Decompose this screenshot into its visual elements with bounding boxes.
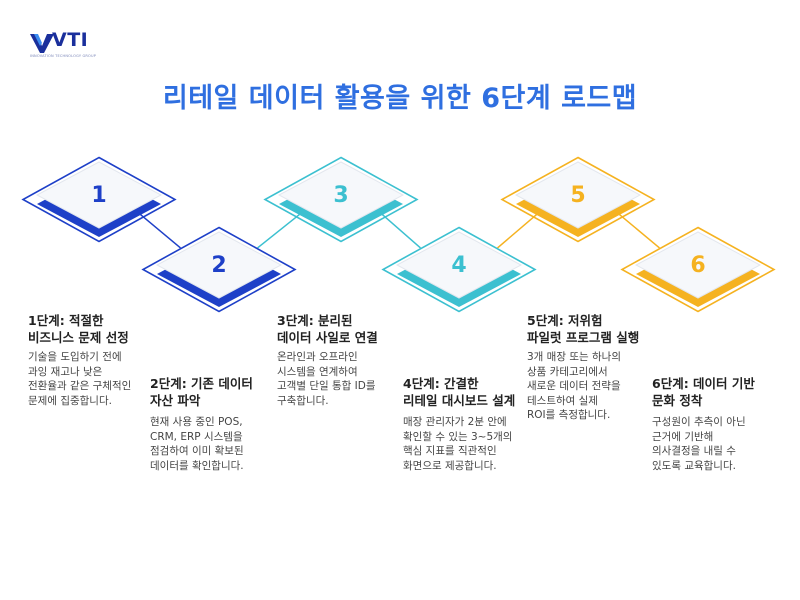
connector-line <box>137 211 181 249</box>
title-line: 파일럿 프로그램 실행 <box>527 330 640 345</box>
description-line: 과잉 재고나 낮은 <box>28 365 103 378</box>
title-line: 2단계: 기존 데이터 <box>150 376 253 391</box>
title-line: 자산 파악 <box>150 393 201 408</box>
title-line: 비즈니스 문제 선정 <box>28 330 129 345</box>
title-line: 3단계: 분리된 <box>277 313 353 328</box>
description-line: 고객별 단일 통합 ID를 <box>277 380 376 392</box>
marker-face <box>395 231 523 299</box>
description-line: 데이터를 확인합니다. <box>150 459 244 472</box>
description-line: 테스트하여 실제 <box>527 394 598 407</box>
description-line: 핵심 지표를 직관적인 <box>403 445 497 457</box>
step-6-number: 6 <box>690 253 705 278</box>
vti-logo-mark-icon <box>30 34 54 53</box>
description-line: 온라인과 오프라인 <box>277 351 358 363</box>
vti-logo: VTI INNOVATION TECHNOLOGY GROUP <box>30 29 110 66</box>
description-line: 3개 매장 또는 하나의 <box>527 351 621 363</box>
description-line: 근거에 기반해 <box>652 430 714 443</box>
description-line: 전환율과 같은 구체적인 <box>28 380 132 392</box>
step-4-number: 4 <box>451 253 466 278</box>
title-line: 문화 정착 <box>652 393 703 408</box>
connector-line <box>257 211 303 249</box>
step-1-marker: 1 <box>21 156 177 243</box>
marker-face <box>35 161 163 229</box>
title-line: 리테일 대시보드 설계 <box>403 393 516 408</box>
marker-outline <box>620 226 776 313</box>
description-line: 기술을 도입하기 전에 <box>28 351 122 363</box>
step-3-marker: 3 <box>263 156 419 243</box>
connector-line <box>616 211 660 249</box>
title-line: 4단계: 간결한 <box>403 376 479 391</box>
connector-line <box>497 211 540 249</box>
description-line: CRM, ERP 시스템을 <box>150 430 243 443</box>
marker-outline <box>381 226 537 313</box>
description-line: 있도록 교육합니다. <box>652 459 736 472</box>
step-2-marker: 2 <box>141 226 297 313</box>
marker-outline <box>500 156 656 243</box>
marker-face <box>514 161 642 229</box>
marker-face <box>155 231 283 299</box>
description-line: 현재 사용 중인 POS, <box>150 416 243 428</box>
step-2-number: 2 <box>211 253 226 278</box>
description-line: 구축합니다. <box>277 394 329 407</box>
description-line: 확인할 수 있는 3~5개의 <box>403 430 513 443</box>
description-line: ROI를 측정합니다. <box>527 409 611 421</box>
title-line: 5단계: 저위험 <box>527 313 603 328</box>
description-line: 새로운 데이터 전략을 <box>527 380 621 392</box>
description-line: 구성원이 추측이 아닌 <box>652 416 746 428</box>
title-line: 1단계: 적절한 <box>28 313 104 328</box>
step-5-marker: 5 <box>500 156 656 243</box>
connector-line <box>379 211 421 249</box>
marker-outline <box>263 156 419 243</box>
marker-outline <box>21 156 177 243</box>
description-line: 문제에 집중합니다. <box>28 394 112 407</box>
step-3-number: 3 <box>333 183 348 208</box>
brand-tagline: INNOVATION TECHNOLOGY GROUP <box>30 54 97 58</box>
title-line: 데이터 사일로 연결 <box>277 330 378 345</box>
description-line: 점검하여 이미 확보된 <box>150 445 244 457</box>
description-line: 매장 관리자가 2분 안에 <box>403 416 507 428</box>
step-6-marker: 6 <box>620 226 776 313</box>
description-line: 의사결정을 내릴 수 <box>652 445 736 457</box>
marker-face <box>634 231 762 299</box>
description-line: 상품 카테고리에서 <box>527 365 608 378</box>
description-line: 시스템을 연계하여 <box>277 365 358 378</box>
page-title: 리테일 데이터 활용을 위한 6단계 로드맵 <box>162 83 638 114</box>
description-line: 화면으로 제공합니다. <box>403 459 497 472</box>
marker-face <box>277 161 405 229</box>
marker-outline <box>141 226 297 313</box>
title-line: 6단계: 데이터 기반 <box>652 376 755 391</box>
brand-name: VTI <box>52 29 89 51</box>
step-4-marker: 4 <box>381 226 537 313</box>
step-1-number: 1 <box>91 183 106 208</box>
step-5-number: 5 <box>570 183 585 208</box>
